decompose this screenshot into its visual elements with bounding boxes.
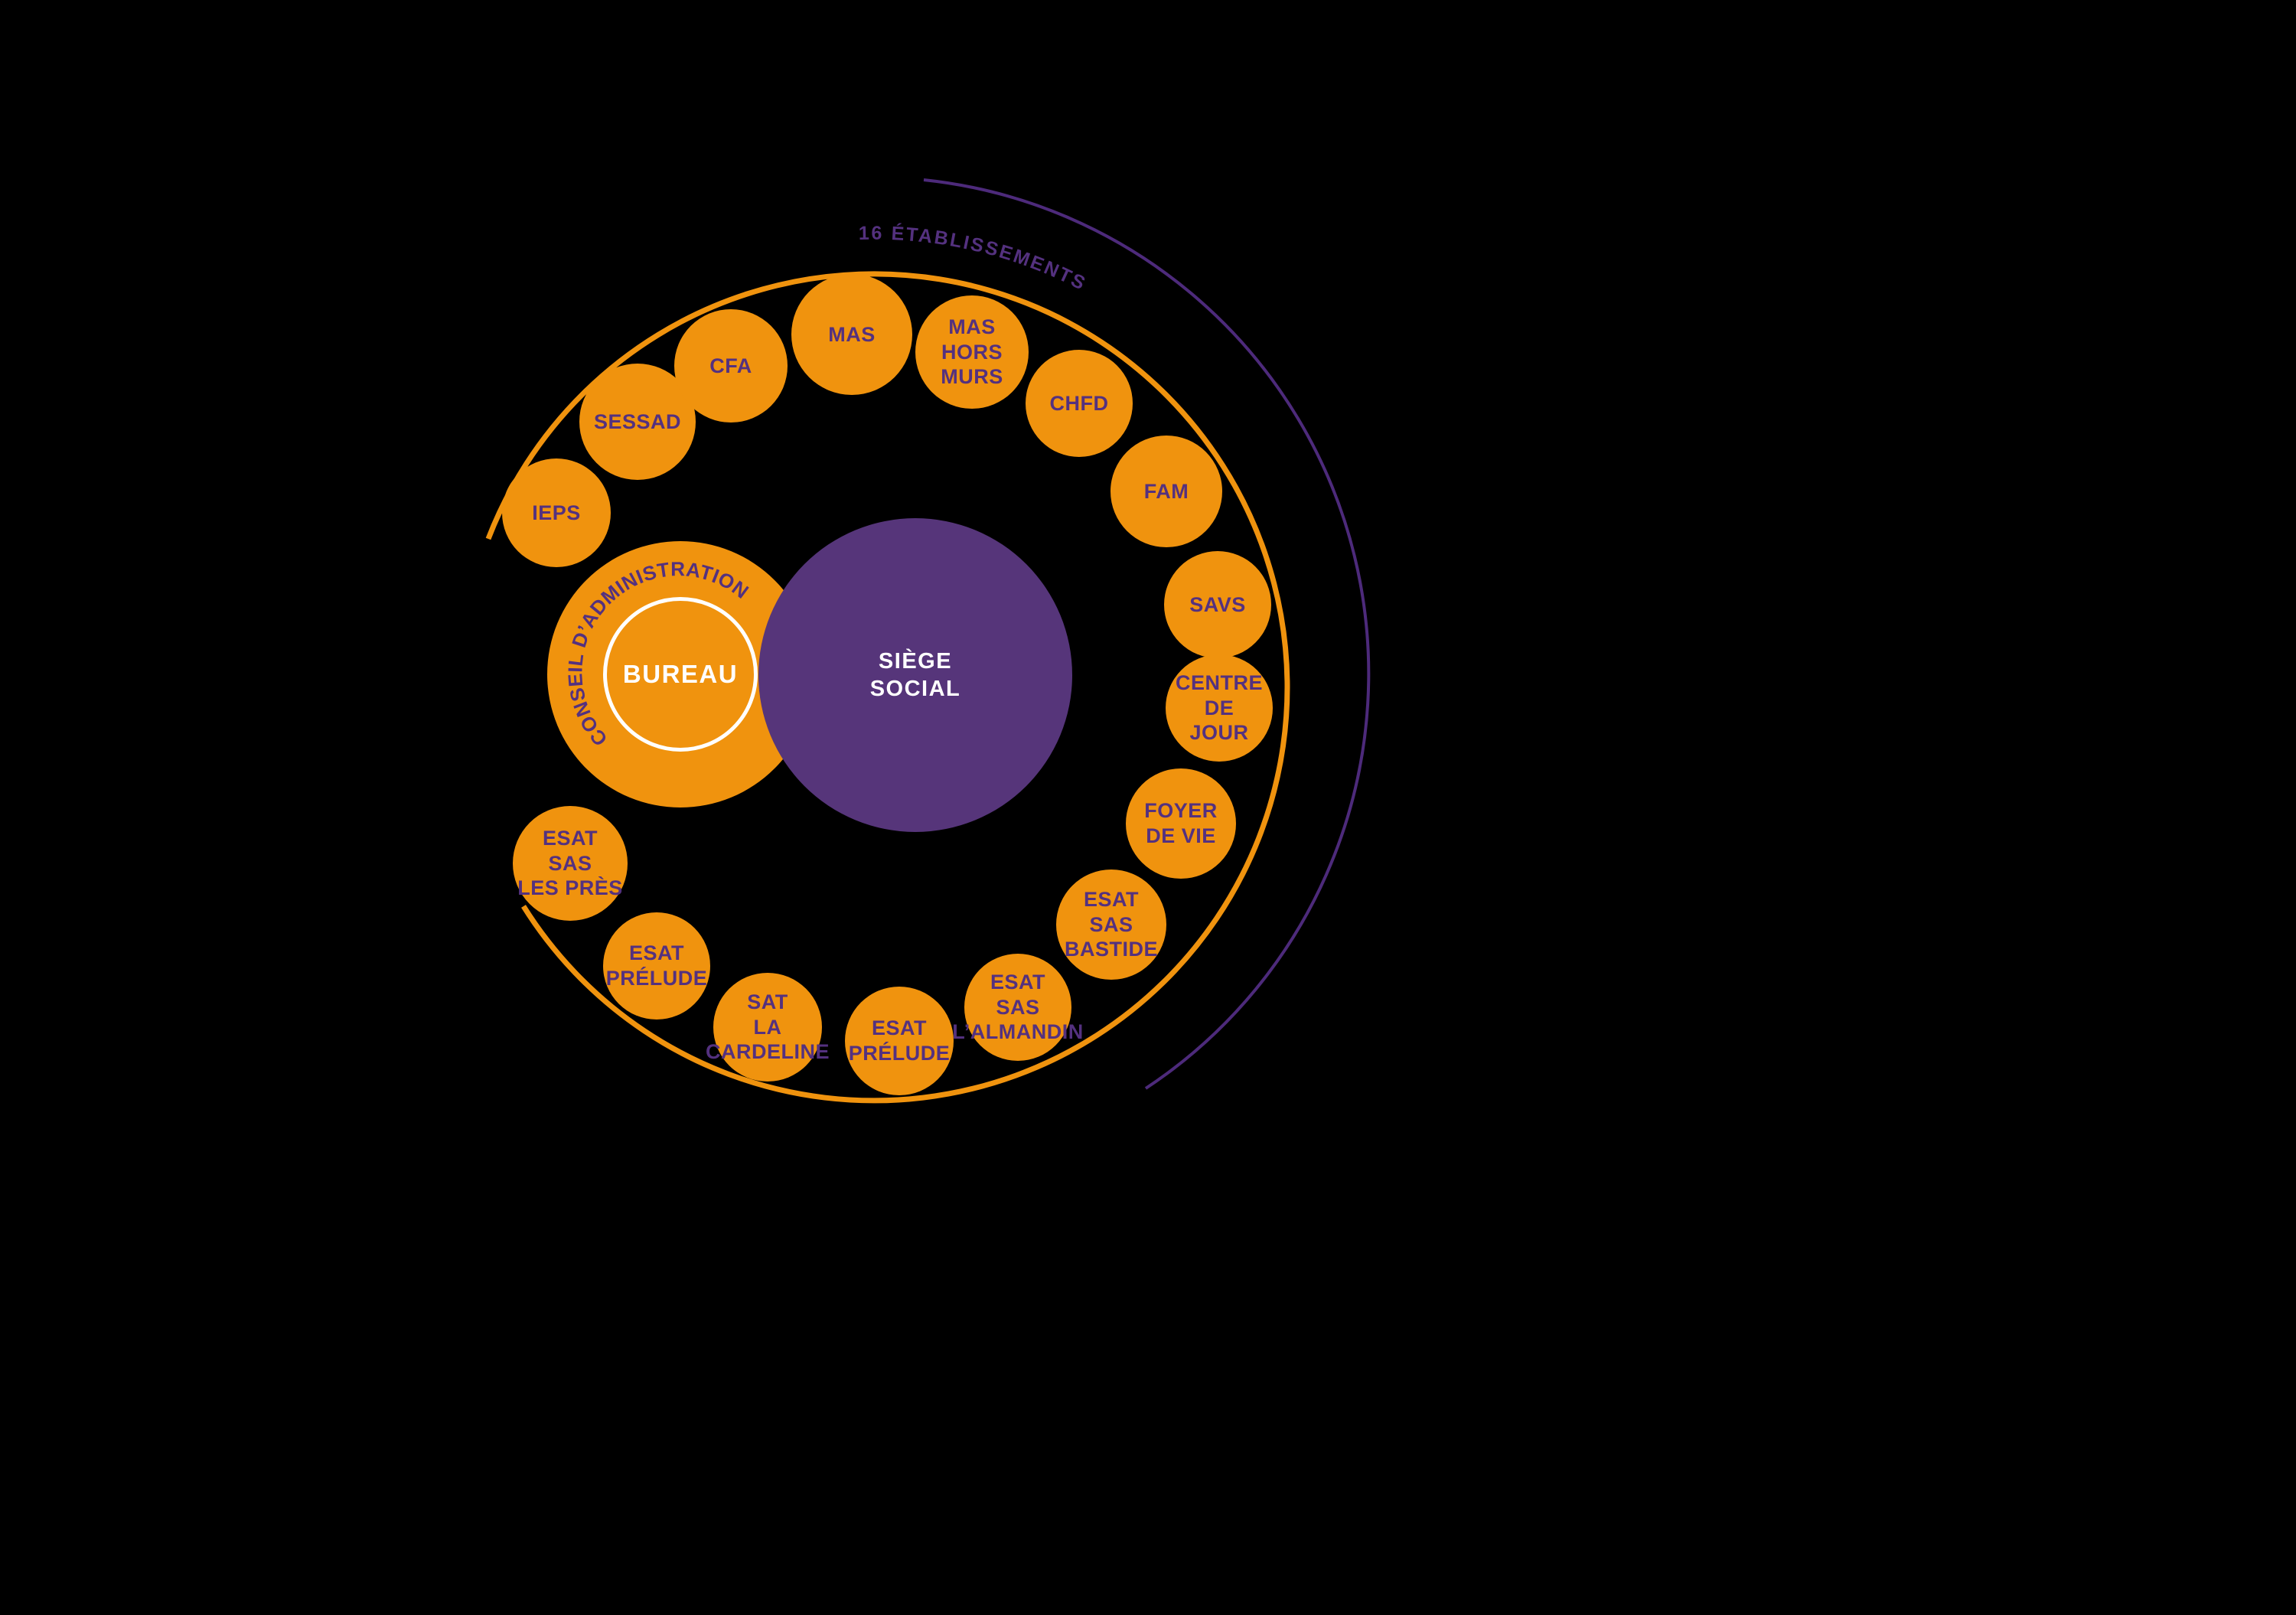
establishment-node-cfa: CFA <box>674 309 788 423</box>
establishment-label: ESAT SAS L’ALMANDIN <box>952 970 1084 1044</box>
siege-social-label: SIÈGE SOCIAL <box>869 648 961 701</box>
establishment-node-chfd: CHFD <box>1026 350 1133 457</box>
siege-social-circle: SIÈGE SOCIAL <box>758 518 1072 832</box>
establishment-node-esat-sas-les-pres: ESAT SAS LES PRÈS <box>513 806 628 921</box>
establishment-label: CENTRE DE JOUR <box>1175 670 1263 745</box>
establishment-label: FAM <box>1143 479 1189 503</box>
bureau-label: BUREAU <box>622 660 739 688</box>
establishment-node-esat-prelude-sud: ESAT PRÉLUDE <box>845 987 954 1095</box>
establishment-label: CHFD <box>1049 391 1109 415</box>
establishment-node-mas: MAS <box>791 274 912 395</box>
establishment-node-savs: SAVS <box>1164 551 1271 658</box>
bureau-ring: BUREAU <box>603 597 758 752</box>
establishment-label: SAVS <box>1189 592 1246 616</box>
establishment-label: IEPS <box>532 501 581 524</box>
establishment-node-centre-de-jour: CENTRE DE JOUR <box>1166 654 1273 762</box>
ring-title: 16 ÉTABLISSEMENTS <box>859 222 1091 295</box>
establishment-label: ESAT SAS LES PRÈS <box>517 826 623 900</box>
establishment-node-fam: FAM <box>1110 436 1222 547</box>
establishment-node-sat-la-cardeline: SAT LA CARDELINE <box>706 973 830 1082</box>
establishment-label: ESAT SAS BASTIDE <box>1064 887 1158 961</box>
establishment-label: ESAT PRÉLUDE <box>848 1016 951 1065</box>
establishment-label: MAS <box>828 322 876 346</box>
establishment-label: MAS HORS MURS <box>941 315 1003 389</box>
establishment-label: ESAT PRÉLUDE <box>605 941 708 990</box>
establishment-label: CFA <box>709 354 752 377</box>
establishment-node-esat-sas-almandin: ESAT SAS L’ALMANDIN <box>952 954 1083 1061</box>
establishment-node-mas-hors-murs: MAS HORS MURS <box>915 295 1029 409</box>
establishment-node-esat-sas-bastide: ESAT SAS BASTIDE <box>1056 869 1166 980</box>
establishment-label: SESSAD <box>593 409 682 433</box>
establishment-label: SAT LA CARDELINE <box>706 990 830 1064</box>
establishment-node-foyer-de-vie: FOYER DE VIE <box>1126 768 1236 879</box>
establishment-label: FOYER DE VIE <box>1144 799 1218 847</box>
ring-title-textpath: 16 ÉTABLISSEMENTS <box>859 222 1088 295</box>
establishment-node-ieps: IEPS <box>502 458 611 567</box>
establishment-node-esat-prelude-ouest: ESAT PRÉLUDE <box>603 912 710 1020</box>
